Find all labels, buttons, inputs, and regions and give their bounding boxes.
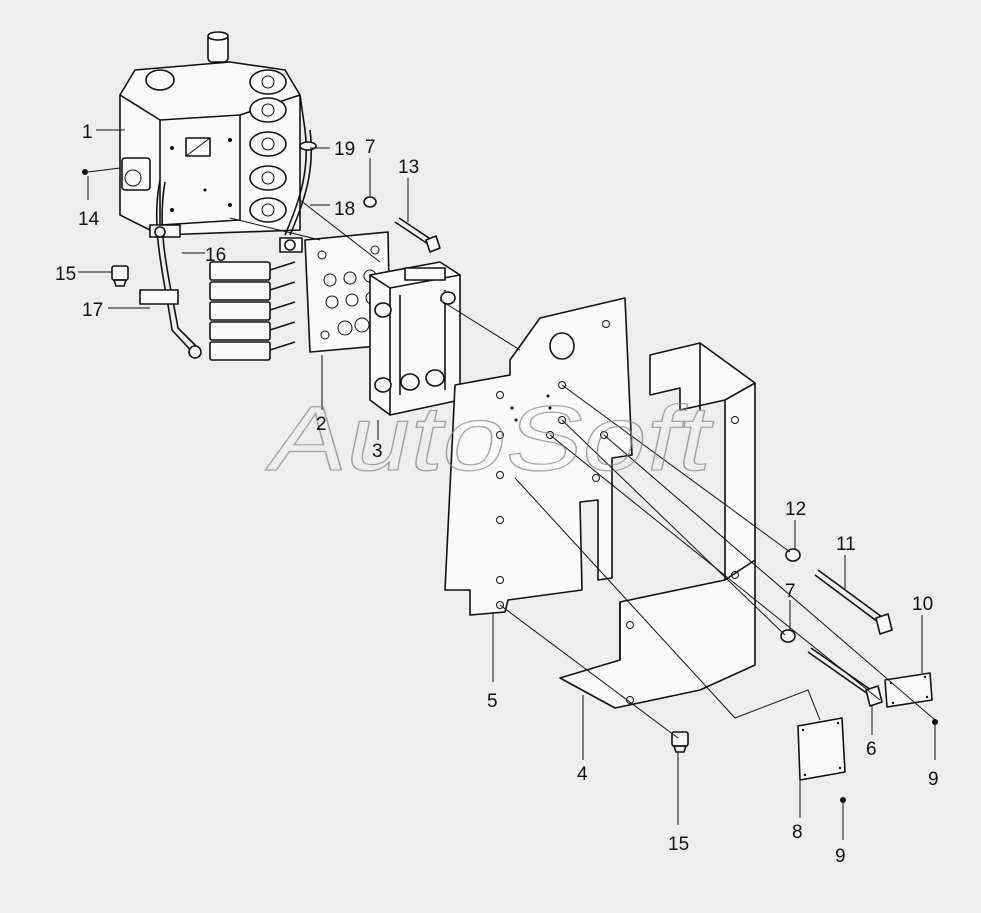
manifold-block [369, 261, 461, 416]
callout-16: 16 [205, 245, 226, 266]
callout-4: 4 [577, 764, 588, 785]
bolt-upper [111, 265, 129, 287]
callout-10: 10 [912, 594, 933, 615]
callout-17: 17 [82, 300, 103, 321]
callout-5: 5 [487, 691, 498, 712]
long-bolt-13 [394, 217, 441, 253]
support-bracket [559, 342, 756, 709]
nameplate-10 [884, 672, 933, 708]
solenoid-coils [249, 69, 287, 223]
callout-19: 19 [334, 139, 355, 160]
rivet-9b [840, 797, 846, 803]
callout-6: 6 [866, 739, 877, 760]
callout-labels: 1 14 15 17 16 19 18 7 13 2 3 5 4 15 12 7… [55, 122, 939, 867]
connector-bank [209, 261, 296, 361]
assembly-guide-lines [229, 199, 936, 739]
callout-9-bottom: 9 [835, 846, 846, 867]
washer-upper [363, 196, 377, 208]
wire-harness [139, 94, 313, 359]
bolt-lower [671, 731, 689, 753]
callout-12: 12 [785, 499, 806, 520]
callout-7-upper: 7 [365, 137, 376, 158]
mounting-plate [444, 297, 633, 616]
callout-18: 18 [334, 199, 355, 220]
long-bolt-11 [814, 569, 893, 635]
watermark-text: AutoSoft [261, 387, 723, 490]
callout-13: 13 [398, 157, 419, 178]
valve-block-assembly [119, 31, 301, 236]
callout-11: 11 [836, 534, 856, 555]
nameplate-8 [797, 717, 846, 781]
rivet-9a [932, 719, 938, 725]
callout-2: 2 [316, 414, 327, 435]
screw-small [82, 167, 121, 175]
callout-15-lower: 15 [668, 834, 689, 855]
seal-ring [299, 141, 317, 151]
callout-3: 3 [372, 441, 383, 462]
callout-8: 8 [792, 822, 803, 843]
callout-7-lower: 7 [785, 581, 796, 602]
leader-lines [78, 129, 936, 840]
callout-15-upper: 15 [55, 264, 76, 285]
callout-1: 1 [82, 122, 93, 143]
long-bolt-6 [807, 647, 883, 707]
callout-9-right: 9 [928, 769, 939, 790]
washer-lower [780, 629, 796, 643]
callout-14: 14 [78, 209, 100, 230]
